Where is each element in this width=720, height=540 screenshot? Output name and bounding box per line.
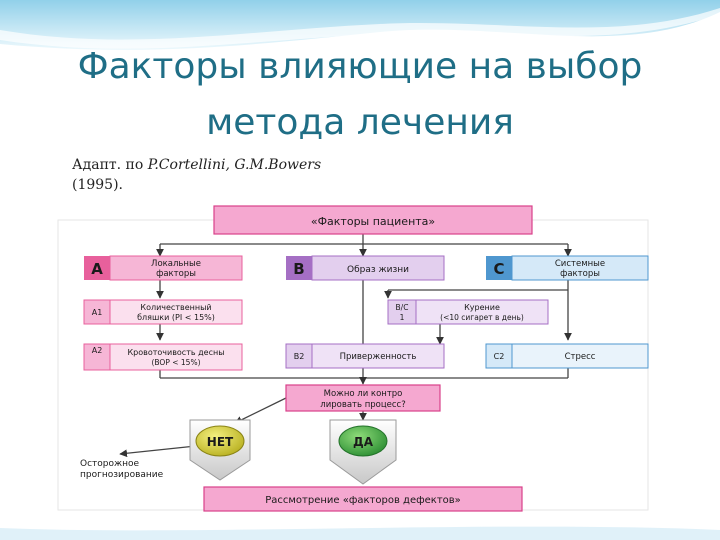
group-b-box — [311, 255, 445, 281]
group-a-box — [109, 255, 243, 281]
a1-code-box — [83, 299, 111, 325]
footer-wave — [0, 526, 720, 540]
group-b-letter-box — [286, 256, 312, 280]
group-a-line2: факторы — [156, 269, 196, 279]
group-c-line2: факторы — [560, 269, 600, 279]
no-button — [195, 425, 245, 457]
a1-line1: Количественный — [140, 303, 211, 312]
b1c1-line1: Курение — [464, 303, 500, 312]
source-citation: Адапт. по P.Cortellini, G.M.Bowers (1995… — [72, 155, 372, 195]
b1c1-code-box — [387, 299, 417, 325]
group-a-letter: A — [91, 260, 103, 278]
b2-code: B2 — [294, 352, 305, 361]
group-a-line1: Локальные — [151, 259, 201, 269]
patient-factors-box — [213, 205, 533, 235]
question-box — [285, 384, 441, 412]
b2-box — [311, 343, 445, 369]
citation-year: (1995). — [72, 177, 124, 193]
no-label: НЕТ — [207, 435, 234, 449]
defect-factors-box — [203, 486, 523, 512]
c2-code: C2 — [494, 352, 505, 361]
group-c-letter: C — [493, 260, 504, 278]
yes-button — [338, 425, 388, 457]
c2-box — [511, 343, 649, 369]
a1-code: A1 — [92, 308, 103, 317]
header-wave — [0, 0, 720, 50]
b1c1-code-line1: B/C — [396, 303, 409, 312]
c2-label: Стресс — [565, 352, 596, 362]
header-wave-highlight — [0, 8, 720, 49]
connector-lines — [119, 234, 572, 458]
group-c-letter-box — [486, 256, 512, 280]
question-line1: Можно ли контро — [324, 389, 403, 399]
question-line2: лировать процесс? — [320, 400, 405, 410]
b1c1-line2: (<10 сигарет в день) — [440, 313, 524, 322]
slide-title-line1: Факторы влияющие на выбор — [77, 46, 643, 87]
b1c1-box — [415, 299, 549, 325]
group-b-letter: B — [293, 260, 304, 278]
group-a-letter-box — [84, 256, 110, 280]
patient-factors-label: «Факторы пациента» — [311, 215, 435, 228]
a1-line2: бляшки (PI < 15%) — [137, 313, 215, 322]
slide-title-line2: метода лечения — [206, 102, 514, 143]
b1c1-code-line2: 1 — [400, 313, 405, 322]
citation-authors: P.Cortellini, G.M.Bowers — [147, 157, 322, 173]
defect-factors-label: Рассмотрение «факторов дефектов» — [265, 495, 461, 506]
a1-box — [109, 299, 243, 325]
caution-line2: прогнозирование — [80, 470, 164, 480]
caution-line1: Осторожное — [80, 459, 139, 469]
yes-label: ДА — [353, 435, 374, 449]
a2-line2: (BOP < 15%) — [151, 358, 200, 367]
b2-label: Приверженность — [340, 352, 417, 362]
group-c-line1: Системные — [555, 259, 605, 269]
group-b-label: Образ жизни — [347, 265, 409, 275]
a2-box — [109, 343, 243, 371]
group-c-box — [511, 255, 649, 281]
citation-prefix: Адапт. по — [72, 157, 148, 173]
a2-line1: Кровоточивость десны — [127, 348, 224, 357]
a2-code: A2 — [92, 346, 103, 355]
